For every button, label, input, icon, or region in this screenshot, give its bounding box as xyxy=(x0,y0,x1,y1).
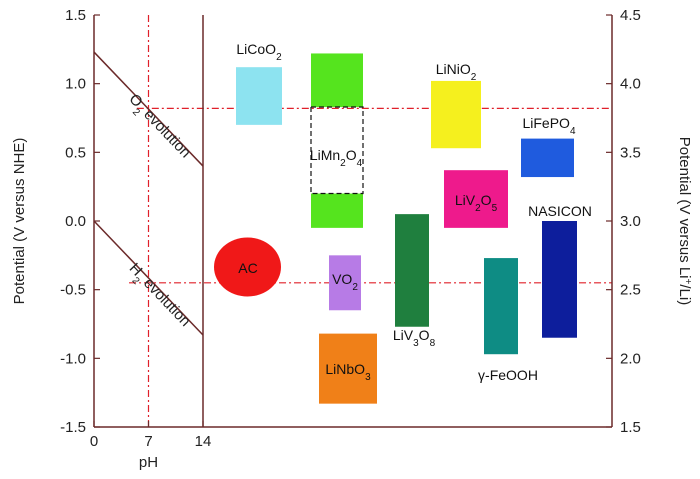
material-bar xyxy=(329,255,361,311)
material-bar xyxy=(236,67,282,125)
material-label: LiCoO2 xyxy=(236,41,282,63)
left-tick-label: 0.5 xyxy=(65,144,86,161)
material-label: AC xyxy=(238,260,257,276)
x-tick-label: 7 xyxy=(144,433,152,450)
right-tick-label: 2.0 xyxy=(620,350,641,367)
right-tick-label: 4.0 xyxy=(620,76,641,93)
material-label: LiNbO3 xyxy=(325,361,371,383)
x-tick-label: 14 xyxy=(195,433,212,450)
material-label: LiV2O5 xyxy=(455,192,498,214)
material-label: LiFePO4 xyxy=(522,115,575,137)
material-label: LiV3O8 xyxy=(393,327,436,349)
evolution-line xyxy=(93,51,204,167)
left-tick-label: 1.0 xyxy=(65,76,86,93)
material-bars xyxy=(214,53,577,404)
material-bar xyxy=(395,214,429,327)
right-tick-label: 3.0 xyxy=(620,213,641,230)
material-bar xyxy=(431,80,481,149)
material-bar xyxy=(521,138,574,178)
material-label: γ-FeOOH xyxy=(478,367,538,383)
right-tick-label: 4.5 xyxy=(620,7,641,24)
right-tick-label: 1.5 xyxy=(620,419,641,436)
material-bar xyxy=(542,221,577,338)
x-axis-title: pH xyxy=(139,454,158,471)
right-tick-label: 3.5 xyxy=(620,144,641,161)
material-label: LiNiO2 xyxy=(436,61,477,83)
left-tick-label: -0.5 xyxy=(60,282,86,299)
evolution-label: H2 evolution xyxy=(123,260,194,333)
evolution-label: O2 evolution xyxy=(122,91,194,165)
right-axis-title: Potential (V versus Li+/Li) xyxy=(676,137,694,305)
material-bar xyxy=(319,333,377,404)
left-tick-label: 0.0 xyxy=(65,213,86,230)
dashed-range-box xyxy=(310,106,364,195)
left-axis-title: Potential (V versus NHE) xyxy=(11,138,28,305)
material-bar xyxy=(444,170,508,228)
reference-lines xyxy=(129,15,612,427)
left-tick-label: -1.0 xyxy=(60,350,86,367)
material-label: VO2 xyxy=(332,271,358,293)
evolution-line xyxy=(93,220,204,336)
material-bar xyxy=(311,193,363,228)
left-tick-label: -1.5 xyxy=(60,419,86,436)
axis-titles: Potential (V versus NHE) Potential (V ver… xyxy=(11,137,694,471)
right-tick-label: 2.5 xyxy=(620,282,641,299)
material-bar xyxy=(311,53,363,108)
material-bar xyxy=(214,237,281,297)
material-label: NASICON xyxy=(528,203,592,219)
material-label: LiMn2O4 xyxy=(310,147,363,169)
tick-labels: 1.5 1.0 0.5 0.0 -0.5 -1.0 -1.5 4.5 4.0 3.5 3.0 2.5 2… xyxy=(60,7,641,450)
material-bar xyxy=(484,258,518,355)
left-tick-label: 1.5 xyxy=(65,7,86,24)
x-tick-label: 0 xyxy=(90,433,98,450)
